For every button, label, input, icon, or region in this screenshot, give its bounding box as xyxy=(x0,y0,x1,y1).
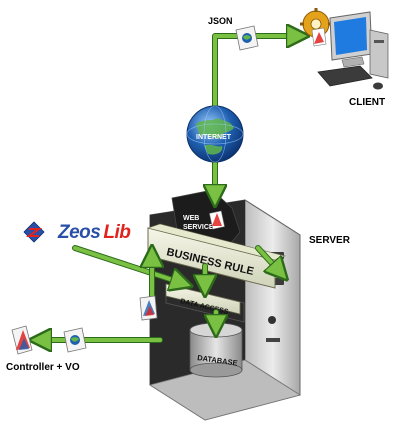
client-label: CLIENT xyxy=(349,97,386,108)
database-cylinder-icon: DATABASE xyxy=(189,322,243,378)
business-rule-panel: BUSINESS RULE xyxy=(146,223,286,289)
internet-label: INTERNET xyxy=(196,134,232,141)
web-service-label-2: SERVICE xyxy=(183,224,214,231)
zeos-logo-icon xyxy=(23,221,45,243)
globe-icon: INTERNET xyxy=(186,105,244,163)
json-label: JSON xyxy=(208,16,233,26)
zeos-logo-part1: Zeos xyxy=(58,222,101,243)
document-globe-icon xyxy=(63,327,87,353)
document-globe-icon xyxy=(235,25,259,51)
controller-flex-icon xyxy=(11,325,33,355)
web-service-label-1: WEB xyxy=(183,215,199,222)
arrow-internet-to-client xyxy=(212,33,301,113)
zeos-logo-part2: Lib xyxy=(103,222,131,243)
flex-document-icon xyxy=(209,210,225,230)
flex-document-icon xyxy=(139,295,158,321)
controller-label: Controller + VO xyxy=(6,362,80,373)
computer-icon xyxy=(300,8,389,90)
server-label: SERVER xyxy=(309,235,350,246)
